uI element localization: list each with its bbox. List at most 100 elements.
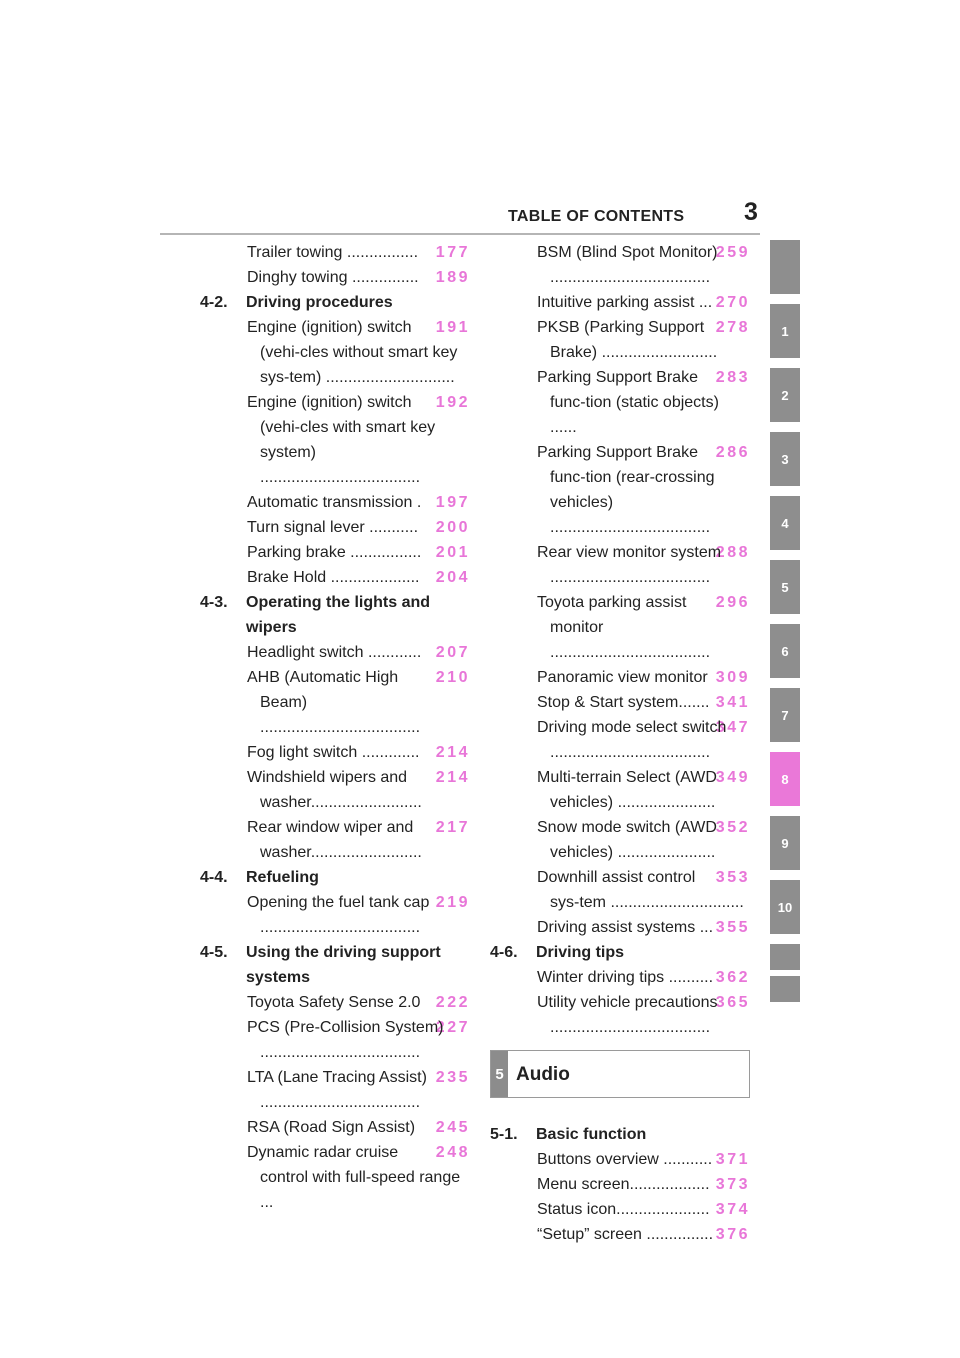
toc-entry-label: Opening the fuel tank cap ..............… <box>247 894 430 936</box>
toc-page-link[interactable]: 286 <box>715 444 750 461</box>
toc-entry-label: Stop & Start system....... <box>537 694 710 711</box>
toc-page-link[interactable]: 347 <box>715 719 750 736</box>
chapter-tab-9[interactable]: 9 <box>770 816 800 870</box>
toc-page-link[interactable]: 349 <box>715 769 750 786</box>
toc-page-link[interactable]: 365 <box>715 994 750 1011</box>
toc-page-link[interactable]: 192 <box>435 394 470 411</box>
chapter-tab-blank[interactable] <box>770 240 800 294</box>
chapter-tab-3[interactable]: 3 <box>770 432 800 486</box>
toc-page-link[interactable]: 200 <box>435 519 470 536</box>
toc-entry[interactable]: 219 Opening the fuel tank cap ...........… <box>247 890 470 940</box>
chapter-tab-blank[interactable] <box>770 944 800 970</box>
toc-page-link[interactable]: 207 <box>435 644 470 661</box>
toc-page-link[interactable]: 371 <box>715 1151 750 1168</box>
toc-page-link[interactable]: 214 <box>435 769 470 786</box>
chapter-tab-5[interactable]: 5 <box>770 560 800 614</box>
toc-page-link[interactable]: 353 <box>715 869 750 886</box>
toc-page-link[interactable]: 259 <box>715 244 750 261</box>
chapter-tab-blank[interactable] <box>770 976 800 1002</box>
toc-page-link[interactable]: 283 <box>715 369 750 386</box>
toc-page-link[interactable]: 296 <box>715 594 750 611</box>
toc-page-link[interactable]: 288 <box>715 544 750 561</box>
toc-page-link[interactable]: 352 <box>715 819 750 836</box>
chapter-tab-4[interactable]: 4 <box>770 496 800 550</box>
chapter-tab-8[interactable]: 8 <box>770 752 800 806</box>
toc-page-link[interactable]: 177 <box>435 244 470 261</box>
toc-page-link[interactable]: 235 <box>435 1069 470 1086</box>
toc-page-link[interactable]: 191 <box>435 319 470 336</box>
chapter-tab-2[interactable]: 2 <box>770 368 800 422</box>
toc-page-link[interactable]: 270 <box>715 294 750 311</box>
toc-page-link[interactable]: 222 <box>435 994 470 1011</box>
chapter-tab-10[interactable]: 10 <box>770 880 800 934</box>
toc-page-link[interactable]: 376 <box>715 1226 750 1243</box>
toc-page-link[interactable]: 219 <box>435 894 470 911</box>
toc-entry[interactable]: 341 Stop & Start system....... <box>537 690 750 715</box>
toc-page-link[interactable]: 373 <box>715 1176 750 1193</box>
chapter-tab-7[interactable]: 7 <box>770 688 800 742</box>
toc-page-link[interactable]: 201 <box>435 544 470 561</box>
toc-entry-label: Dynamic radar cruise control with full-s… <box>247 1144 461 1211</box>
chapter-tab-1[interactable]: 1 <box>770 304 800 358</box>
toc-page-link[interactable]: 278 <box>715 319 750 336</box>
toc-page-link[interactable]: 374 <box>715 1201 750 1218</box>
toc-page-link[interactable]: 362 <box>715 969 750 986</box>
section-title: Refueling <box>246 869 319 886</box>
chapter-tab-6[interactable]: 6 <box>770 624 800 678</box>
toc-page-link[interactable]: 248 <box>435 1144 470 1161</box>
toc-page-link[interactable]: 227 <box>435 1019 470 1036</box>
toc-page-link[interactable]: 204 <box>435 569 470 586</box>
toc-page-link[interactable]: 309 <box>715 669 750 686</box>
toc-page-link[interactable]: 217 <box>435 819 470 836</box>
toc-page-link[interactable]: 245 <box>435 1119 470 1136</box>
toc-page-link[interactable]: 197 <box>435 494 470 511</box>
toc-entry[interactable]: 376“Setup” screen ............... <box>537 1222 750 1247</box>
toc-page-link[interactable]: 189 <box>435 269 470 286</box>
toc-page-link[interactable]: 214 <box>435 744 470 761</box>
toc-page-link[interactable]: 210 <box>435 669 470 686</box>
toc-page-link[interactable]: 341 <box>715 694 750 711</box>
toc-page-link[interactable]: 355 <box>715 919 750 936</box>
